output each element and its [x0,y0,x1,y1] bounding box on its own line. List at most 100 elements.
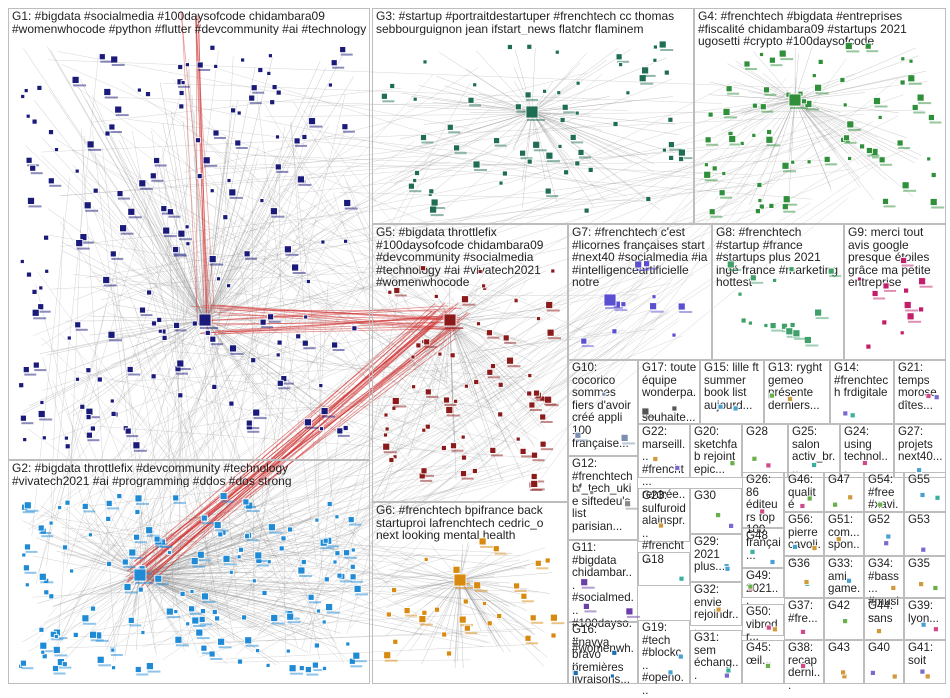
node-g3 [520,150,533,159]
node-g5 [424,339,437,348]
node-g2 [155,575,169,585]
node-g2 [245,637,259,647]
node-g16 [612,650,617,655]
node-g2 [335,551,340,556]
node-g1 [231,108,236,113]
node-g8 [750,275,763,284]
node-g3 [507,45,512,50]
node-g1 [72,76,86,86]
node-g5 [503,335,516,344]
hub-node-g1 [199,314,218,329]
node-g56 [812,546,817,551]
node-g1 [33,362,46,371]
node-g21 [926,394,931,399]
node-g30 [729,523,734,528]
node-g7 [652,295,656,299]
node-g47 [848,495,853,500]
node-g1 [111,411,116,416]
node-g2 [245,534,250,539]
node-g2 [82,615,96,625]
node-g20 [730,461,735,466]
node-g1 [37,85,42,90]
node-g1 [67,336,71,340]
node-g37 [801,629,806,634]
node-g6 [447,651,452,656]
node-g5 [421,468,434,477]
node-g1 [32,289,37,294]
node-g2 [186,622,190,626]
node-g5 [528,374,532,378]
node-g1 [110,251,123,260]
node-g26 [760,509,765,514]
node-g4 [848,157,852,161]
node-g8 [815,309,829,319]
node-g28 [766,463,771,468]
node-g4 [719,190,732,199]
node-g1 [186,242,190,246]
node-g5 [422,428,426,432]
node-g22 [653,457,658,462]
node-g4 [931,173,936,178]
node-g2 [106,500,119,509]
node-g8 [828,268,841,277]
node-g7 [621,302,626,307]
node-g6 [464,625,477,634]
node-g1 [30,165,43,174]
node-g1 [227,284,231,288]
node-g5 [472,469,477,474]
node-g3 [584,208,589,213]
node-g7 [672,333,676,337]
node-g38 [801,664,806,669]
node-g3 [408,183,421,192]
node-g3 [473,83,477,87]
node-g1 [39,286,43,290]
node-g6 [435,607,440,612]
node-g1 [205,330,210,335]
node-g1 [272,85,277,90]
node-g5 [425,389,438,398]
node-g1 [140,307,153,316]
node-g5 [486,330,499,339]
node-g1 [90,426,95,431]
node-g2 [134,534,147,543]
node-g4 [917,94,931,104]
node-g4 [704,163,708,167]
node-g1 [212,384,217,389]
node-g5 [547,329,561,339]
node-g16 [610,674,614,678]
node-g1 [284,246,298,256]
node-g50 [772,627,777,632]
node-g2 [190,590,194,594]
node-g6 [386,612,391,617]
node-g12 [590,491,594,495]
node-g1 [306,280,310,284]
node-g8 [773,278,777,282]
node-g1 [76,240,90,250]
node-g9 [907,313,921,323]
node-g5 [385,427,389,431]
node-g4 [901,57,905,61]
node-g2 [24,502,38,512]
node-g2 [201,515,214,524]
node-g1 [93,188,98,193]
node-g8 [790,323,795,328]
node-g4 [769,203,774,208]
node-g44 [877,629,882,634]
node-g10 [602,392,606,396]
node-g5 [491,364,496,369]
node-g3 [545,188,558,197]
node-g2 [324,577,329,582]
node-g5 [540,441,553,450]
node-g1 [223,215,228,220]
node-g3 [662,148,666,152]
node-g46 [807,496,812,501]
node-g3 [679,157,684,162]
node-g3 [546,152,560,162]
node-g53 [921,547,926,552]
node-g1 [267,71,271,75]
node-g9 [883,283,896,292]
node-g2 [117,494,122,499]
node-g1 [117,191,130,200]
node-g2 [49,594,54,599]
node-g34 [891,585,896,590]
